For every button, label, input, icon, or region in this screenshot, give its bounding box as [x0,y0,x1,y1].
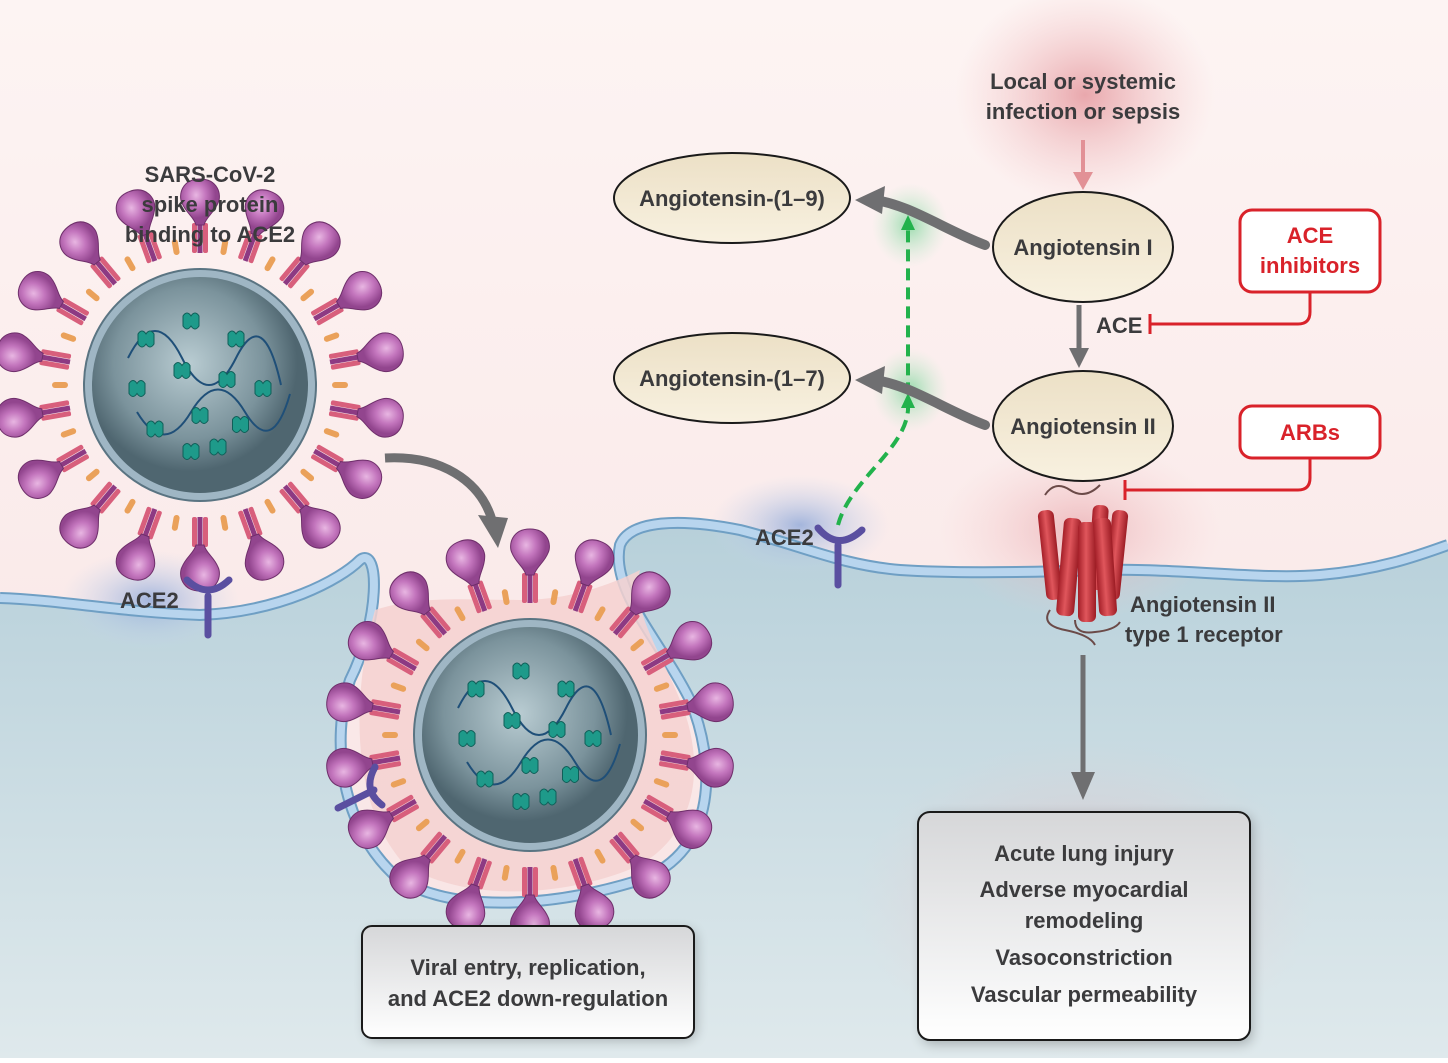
ace2-conversion-path [836,220,910,526]
at1-receptor-label-line2: type 1 receptor [1125,622,1283,647]
ace2-internalized-icon [334,763,386,812]
viral-core [422,627,638,843]
nucleocapsid-icon [562,766,579,783]
viral-entry-line1: Viral entry, replication, [410,955,645,980]
nucleocapsid-icon [584,730,602,747]
nucleocapsid-icon [476,770,494,788]
membrane-protein-icon [52,382,68,388]
ace-inhibition-line [1150,292,1312,326]
ang1-to-ang19-arrow [870,195,990,250]
nucleocapsid-icon [467,680,485,698]
arb-inhibition-line [1125,458,1312,492]
nucleocapsid-icon [227,330,245,348]
viral-rna [457,680,621,786]
viral-core [92,277,308,493]
nucleocapsid-icon [512,662,530,680]
at1-receptor-icon [1037,484,1129,646]
ace-inhibitors-line2: inhibitors [1260,253,1360,278]
nucleocapsid-icon [146,420,164,438]
ace2-right-glow [710,475,890,575]
ace-arrowhead-icon [1069,348,1089,368]
membrane-protein-icon [332,382,348,388]
membrane-protein-icon [382,732,398,738]
at1-receptor-label-line1: Angiotensin II [1130,592,1275,617]
ace2-left-label: ACE2 [120,588,179,613]
nucleocapsid-icon [458,730,476,747]
node-label: Angiotensin-(1–7) [639,366,825,391]
virus-particle-internalized [323,528,737,942]
nucleocapsid-icon [182,312,200,330]
nucleocapsid-icon [539,788,557,806]
ace-inhibitors-line1: ACE [1287,223,1333,248]
node-angiotensin-i[interactable]: Angiotensin I [992,191,1174,303]
nucleocapsid-icon [218,371,236,388]
ace-label: ACE [1096,313,1142,338]
infection-label-line1: Local or systemic [990,69,1176,94]
nucleocapsid-icon [191,407,209,424]
infection-glow [955,0,1215,205]
nucleocapsid-icon [173,362,191,379]
green-arrowhead-2-icon [901,393,915,408]
node-angiotensin-1-7[interactable]: Angiotensin-(1–7) [613,332,851,424]
node-angiotensin-ii[interactable]: Angiotensin II [992,370,1174,482]
virus-title-line1: SARS-CoV-2 [145,162,276,187]
node-label: Angiotensin I [1013,235,1152,260]
ace2-receptor-left-icon [183,576,233,639]
effects-arrowhead-icon [1071,772,1095,800]
effect-vascular-permeability: Vascular permeability [971,982,1198,1007]
nucleocapsid-icon [209,438,227,456]
nucleocapsid-icon [503,712,521,729]
viral-rna [127,330,291,436]
infection-label-line2: infection or sepsis [986,99,1180,124]
membrane-protein-icon [662,732,678,738]
entry-arrow-icon [384,453,508,548]
nucleocapsid-icon [254,380,272,397]
node-label: Angiotensin-(1–9) [639,186,825,211]
nucleocapsid-icon [232,416,249,433]
effect-myocardial-line2: remodeling [1025,908,1144,933]
nucleocapsid-icon [521,757,539,774]
effects-box: Acute lung injury Adverse myocardial rem… [917,811,1252,1044]
virus-title-line3: binding to ACE2 [125,222,295,247]
viral-entry-line2: and ACE2 down-regulation [388,986,668,1011]
infection-arrowhead-icon [1073,172,1093,190]
effect-myocardial-line1: Adverse myocardial [979,877,1188,902]
arbs-label: ARBs [1280,420,1340,445]
arrowhead-ang17-icon [855,366,885,394]
node-angiotensin-1-9[interactable]: Angiotensin-(1–9) [613,152,851,244]
nucleocapsid-icon [137,330,155,348]
nucleocapsid-icon [548,721,566,738]
node-label: Angiotensin II [1010,414,1155,439]
virus-particle-binding [0,178,407,592]
ace2-receptor-right-icon [814,524,866,589]
nucleocapsid-icon [557,680,575,698]
nucleocapsid-icon [128,380,146,397]
nucleocapsid-icon [182,443,200,460]
nucleocapsid-icon [512,793,530,810]
ang2-to-ang17-arrow [870,375,990,430]
ace2-right-label: ACE2 [755,525,814,550]
effect-vasoconstriction: Vasoconstriction [995,945,1172,970]
virus-title-line2: spike protein [142,192,279,217]
effect-acute-lung-injury: Acute lung injury [994,841,1174,866]
arbs-box[interactable]: ARBs [1238,404,1382,460]
green-arrowhead-1-icon [901,215,915,230]
viral-entry-box: Viral entry, replication, and ACE2 down-… [361,925,696,1040]
ace-inhibitors-box[interactable]: ACE inhibitors [1238,208,1382,294]
arrowhead-ang19-icon [855,186,885,214]
